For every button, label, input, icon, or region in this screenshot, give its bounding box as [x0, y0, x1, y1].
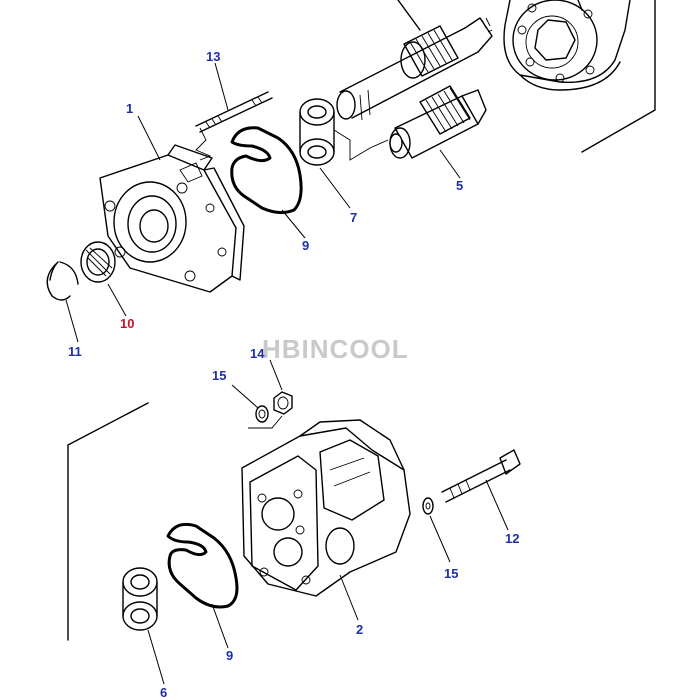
- seal-top: [230, 126, 303, 215]
- bushing-pair: [299, 98, 389, 166]
- callout-9-bottom: 9: [226, 648, 233, 663]
- callout-10: 10: [120, 316, 134, 331]
- callout-6: 6: [160, 685, 167, 700]
- front-housing: [99, 144, 245, 293]
- assembly-boundary-lines: [67, 402, 149, 641]
- hex-bolt: [441, 449, 521, 503]
- bearing: [80, 241, 116, 283]
- washer-upper: [248, 405, 283, 429]
- callout-2: 2: [356, 622, 363, 637]
- callout-15-upper: 15: [212, 368, 226, 383]
- leader-lines: [65, 62, 509, 685]
- callout-1: 1: [126, 101, 133, 116]
- hex-nut: [273, 391, 293, 415]
- callout-11: 11: [68, 344, 82, 359]
- rear-housing-top: [503, 0, 656, 153]
- watermark-text: HBINCOOL: [262, 334, 409, 364]
- pump-body: [241, 419, 411, 597]
- callout-14: 14: [250, 346, 265, 361]
- callout-12: 12: [505, 531, 519, 546]
- callout-5: 5: [456, 178, 463, 193]
- drive-shaft: [336, 0, 493, 121]
- snap-ring: [46, 261, 79, 301]
- callout-7: 7: [350, 210, 357, 225]
- washer-lower: [422, 497, 434, 515]
- callout-9-top: 9: [302, 238, 309, 253]
- driven-gear-shaft: [389, 85, 487, 159]
- bushing-pair-lower: [122, 567, 158, 631]
- stud-bolt: [195, 91, 273, 161]
- seal-bottom: [166, 522, 239, 609]
- callout-15-lower: 15: [444, 566, 458, 581]
- callout-13: 13: [206, 49, 220, 64]
